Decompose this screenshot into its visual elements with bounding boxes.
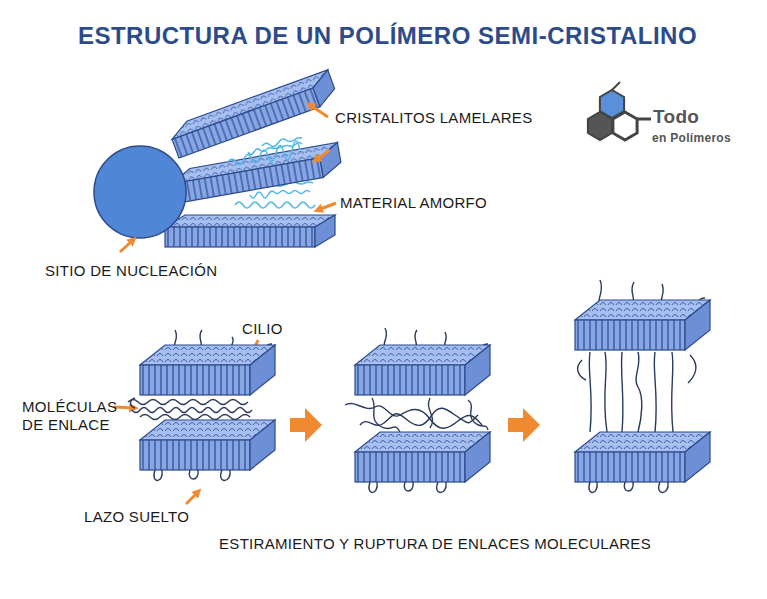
amorphous-chains	[228, 138, 302, 165]
illustration-part	[588, 112, 612, 140]
illustration-part	[575, 432, 710, 482]
illustration-part	[578, 360, 586, 380]
illustration-part	[120, 240, 133, 252]
illustration-part	[672, 352, 673, 432]
illustration-part	[369, 482, 377, 493]
illustration-part	[154, 470, 162, 481]
illustration-part	[168, 70, 339, 158]
illustration-part	[140, 345, 275, 395]
illustration-part	[688, 355, 696, 383]
illustration-part	[132, 408, 252, 413]
illustration-part	[437, 482, 447, 493]
illustration-part	[624, 482, 633, 491]
illustration-part	[428, 398, 432, 428]
illustration-part	[578, 352, 696, 432]
illustration-part	[589, 482, 597, 493]
illustration-part	[318, 203, 336, 210]
illustration-part	[186, 492, 198, 504]
illustration-part	[372, 398, 400, 432]
illustration-part	[605, 352, 607, 432]
illustration-part	[612, 82, 620, 90]
illustration-part	[165, 215, 335, 247]
part-label: CRISTALITOS LAMELARES	[335, 109, 532, 127]
illustration-part	[369, 482, 446, 493]
illustration-part	[235, 202, 315, 208]
part-label: CILIO	[242, 320, 283, 338]
stage-two	[345, 328, 490, 493]
diagram-title: ESTRUCTURA DE UN POLÍMERO SEMI-CRISTALIN…	[4, 22, 767, 50]
stage-three	[575, 280, 710, 493]
tie-molecules	[128, 398, 252, 420]
illustration-part	[140, 420, 275, 470]
illustration-part	[508, 408, 540, 442]
illustration-part	[290, 408, 322, 442]
illustration-part	[345, 398, 488, 432]
illustration-part	[613, 112, 637, 140]
illustration-part	[316, 150, 330, 160]
illustration-part	[659, 482, 669, 493]
part-label: MATERIAL AMORFO	[340, 194, 487, 212]
illustration-part	[131, 398, 136, 408]
illustration-part	[355, 345, 490, 395]
logo-hexagons	[588, 82, 651, 140]
illustration-part	[468, 400, 488, 430]
part-label: Todo	[653, 106, 699, 128]
illustration-part	[575, 300, 710, 350]
illustration-part	[355, 432, 490, 482]
part-label: MOLÉCULAS DE ENLACE	[22, 398, 122, 434]
lamellar-fan	[94, 70, 343, 247]
illustration-part	[221, 470, 231, 481]
illustration-part	[345, 403, 482, 428]
illustration-part	[189, 470, 198, 479]
illustration-part	[128, 400, 248, 405]
figure-caption: ESTIRAMIENTO Y RUPTURA DE ENLACES MOLECU…	[175, 535, 695, 552]
illustration-part	[654, 352, 656, 432]
part-label: SITIO DE NUCLEACIÓN	[45, 262, 217, 280]
illustration-part	[310, 105, 328, 117]
part-label: LAZO SUELTO	[84, 508, 189, 526]
illustration-part	[140, 415, 250, 420]
illustration-part	[637, 118, 651, 121]
illustration-part	[622, 352, 623, 432]
stage-one	[128, 330, 275, 481]
illustration-part	[248, 143, 302, 155]
illustration-part	[589, 482, 668, 493]
leader-arrows	[114, 105, 336, 504]
illustration-part	[589, 352, 591, 432]
illustration-part	[636, 352, 642, 432]
illustration-part	[404, 482, 413, 491]
loose-loops	[154, 470, 230, 481]
illustration-part	[360, 408, 478, 425]
nucleation-site	[94, 146, 186, 238]
part-label: en Polímeros	[652, 131, 731, 146]
illustration-part	[250, 191, 310, 199]
illustration-part	[262, 138, 302, 147]
